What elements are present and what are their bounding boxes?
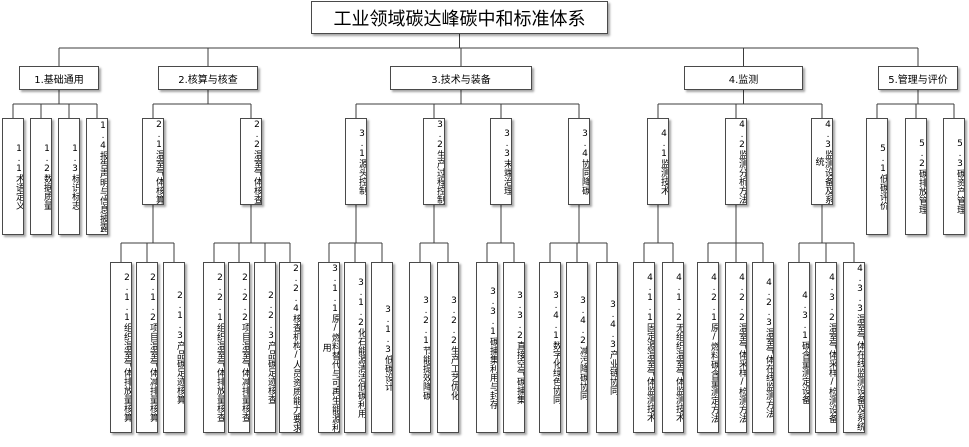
category-box-3: 3.技术与装备 <box>390 66 532 90</box>
item-box-3-3-2: 3.3.2直接空气碳捕集 <box>503 262 525 433</box>
item-box-3-4-3-label: 3.4.3产业链协同 <box>608 300 618 395</box>
root-title-label: 工业领域碳达峰碳中和标准体系 <box>333 8 586 30</box>
subcategory-box-3-2-label: 3.2生产过程控制 <box>435 119 445 204</box>
subcategory-box-1-4-label: 1.4报告声明与信息披露 <box>98 121 108 232</box>
item-box-4-2-1: 4.2.1原/燃料碳含量测定方法 <box>697 262 719 433</box>
item-box-3-1-1: 3.1.1原/燃料替代与可再生能源利用 <box>318 262 340 433</box>
subcategory-box-4-2-label: 4.2监测分析方法 <box>737 119 747 204</box>
item-box-3-2-1-label: 3.2.1节能提效降碳 <box>421 295 431 400</box>
subcategory-box-1-2-label: 1.2数据质量 <box>42 143 52 210</box>
category-box-2: 2.核算与核查 <box>158 66 258 90</box>
item-box-2-2-2-label: 2.2.2项目温室气体减排量核查 <box>240 273 250 422</box>
item-box-4-1-2: 4.1.2无组织温室气体监测技术 <box>662 262 684 433</box>
category-box-5: 5.管理与评价 <box>878 66 958 90</box>
item-box-3-2-1: 3.2.1节能提效降碳 <box>409 262 431 433</box>
category-box-2-label: 2.核算与核查 <box>178 74 238 86</box>
subcategory-box-3-1-label: 3.1源头控制 <box>357 128 367 195</box>
item-box-3-3-1: 3.3.1碳捕集利用与封存 <box>476 262 498 433</box>
subcategory-box-4-1: 4.1监测技术 <box>647 118 669 205</box>
root-title: 工业领域碳达峰碳中和标准体系 <box>311 1 608 34</box>
item-box-3-1-3-label: 3.1.3低碳设计 <box>383 304 393 391</box>
item-box-3-1-3: 3.1.3低碳设计 <box>371 262 393 433</box>
item-box-4-2-1-label: 4.2.1原/燃料碳含量测定方法 <box>709 272 719 423</box>
category-box-3-label: 3.技术与装备 <box>431 74 491 86</box>
item-box-4-3-3-label: 4.3.3温室气体在线监测设备及系统 <box>855 264 865 431</box>
subcategory-box-4-1-label: 4.1监测技术 <box>659 128 669 195</box>
item-box-2-2-1-label: 2.2.1组织温室气体排放量核查 <box>215 273 225 422</box>
item-box-3-1-1-label: 3.1.1原/燃料替代与可再生能源利用 <box>320 263 340 432</box>
subcategory-box-3-4: 3.4协同降碳 <box>568 118 590 205</box>
subcategory-box-2-1-label: 2.1温室气体核算 <box>154 119 164 204</box>
item-box-2-1-1: 2.1.1组织温室气体排放量核算 <box>110 262 132 433</box>
subcategory-box-2-2-label: 2.2温室气体核查 <box>252 119 262 204</box>
item-box-2-2-1: 2.2.1组织温室气体排放量核查 <box>203 262 225 433</box>
item-box-4-3-3: 4.3.3温室气体在线监测设备及系统 <box>843 262 865 433</box>
subcategory-box-1-2: 1.2数据质量 <box>30 118 52 235</box>
subcategory-box-3-1: 3.1源头控制 <box>345 118 367 205</box>
item-box-4-2-2-label: 4.2.2温室气体采样/检测方法 <box>737 272 747 423</box>
item-box-2-1-2: 2.1.2项目温室气体减排量核算 <box>136 262 158 433</box>
item-box-2-2-3: 2.2.3产品碳足迹核查 <box>254 262 276 433</box>
item-box-2-1-1-label: 2.1.1组织温室气体排放量核算 <box>122 273 132 422</box>
subcategory-box-3-3: 3.3末端治理 <box>490 118 512 205</box>
item-box-3-4-3: 3.4.3产业链协同 <box>596 262 618 433</box>
item-box-4-1-1-label: 4.1.1固定源温室气体监测技术 <box>645 273 655 422</box>
subcategory-box-4-3-label: 4.3监测设备及系统 <box>813 119 833 204</box>
subcategory-box-5-1-label: 5.1低碳评价 <box>878 143 888 210</box>
item-box-3-4-2-label: 3.4.2减污降碳协同 <box>578 295 588 400</box>
item-box-3-2-2: 3.2.2生产工艺优化 <box>437 262 459 433</box>
item-box-3-1-2-label: 3.1.2化石能源清洁低碳利用 <box>356 277 366 418</box>
item-box-2-2-4-label: 2.2.4核查机构/人员资质能力要求 <box>291 263 301 432</box>
item-box-4-3-1: 4.3.1碳含量测定设备 <box>788 262 810 433</box>
item-box-3-4-1-label: 3.4.1数字化绿色协同 <box>551 291 561 404</box>
subcategory-box-5-3: 5.3碳资产管理 <box>943 118 965 235</box>
item-box-4-2-3: 4.2.3温室气体在线监测方法 <box>752 262 774 433</box>
item-box-4-3-1-label: 4.3.1碳含量测定设备 <box>800 291 810 404</box>
subcategory-box-3-2: 3.2生产过程控制 <box>423 118 445 205</box>
subcategory-box-1-1-label: 1.1术语定义 <box>14 143 24 210</box>
item-box-3-2-2-label: 3.2.2生产工艺优化 <box>449 295 459 400</box>
category-box-4: 4.监测 <box>684 66 803 90</box>
item-box-2-1-3: 2.1.3产品碳足迹核算 <box>163 262 185 433</box>
subcategory-box-5-3-label: 5.3碳资产管理 <box>955 139 965 214</box>
item-box-2-1-2-label: 2.1.2项目温室气体减排量核算 <box>148 273 158 422</box>
subcategory-box-1-3: 1.3标识标志 <box>58 118 80 235</box>
item-box-4-1-1: 4.1.1固定源温室气体监测技术 <box>633 262 655 433</box>
subcategory-box-3-3-label: 3.3末端治理 <box>502 128 512 195</box>
subcategory-box-4-2: 4.2监测分析方法 <box>725 118 747 205</box>
subcategory-box-5-1: 5.1低碳评价 <box>866 118 888 235</box>
category-box-5-label: 5.管理与评价 <box>888 74 948 86</box>
item-box-4-2-3-label: 4.2.3温室气体在线监测方法 <box>764 277 774 418</box>
subcategory-box-1-3-label: 1.3标识标志 <box>70 143 80 210</box>
item-box-2-1-3-label: 2.1.3产品碳足迹核算 <box>175 291 185 404</box>
item-box-4-1-2-label: 4.1.2无组织温室气体监测技术 <box>674 273 684 422</box>
item-box-3-1-2: 3.1.2化石能源清洁低碳利用 <box>344 262 366 433</box>
category-box-4-label: 4.监测 <box>728 74 759 86</box>
item-box-4-2-2: 4.2.2温室气体采样/检测方法 <box>725 262 747 433</box>
item-box-3-4-1: 3.4.1数字化绿色协同 <box>539 262 561 433</box>
subcategory-box-5-2: 5.2碳排放管理 <box>905 118 927 235</box>
subcategory-box-3-4-label: 3.4协同降碳 <box>580 128 590 195</box>
category-box-1: 1.基础通用 <box>19 66 99 90</box>
item-box-3-3-2-label: 3.3.2直接空气碳捕集 <box>515 291 525 404</box>
item-box-2-2-4: 2.2.4核查机构/人员资质能力要求 <box>279 262 301 433</box>
subcategory-box-5-2-label: 5.2碳排放管理 <box>917 139 927 214</box>
item-box-2-2-2: 2.2.2项目温室气体减排量核查 <box>228 262 250 433</box>
item-box-3-3-1-label: 3.3.1碳捕集利用与封存 <box>488 286 498 409</box>
subcategory-box-2-2: 2.2温室气体核查 <box>240 118 262 205</box>
item-box-3-4-2: 3.4.2减污降碳协同 <box>566 262 588 433</box>
subcategory-box-2-1: 2.1温室气体核算 <box>142 118 164 205</box>
item-box-2-2-3-label: 2.2.3产品碳足迹核查 <box>266 291 276 404</box>
subcategory-box-1-1: 1.1术语定义 <box>2 118 24 235</box>
subcategory-box-1-4: 1.4报告声明与信息披露 <box>86 118 108 235</box>
item-box-4-3-2: 4.3.2温室气体采样/检测设备 <box>815 262 837 433</box>
category-box-1-label: 1.基础通用 <box>34 74 84 86</box>
item-box-4-3-2-label: 4.3.2温室气体采样/检测设备 <box>827 272 837 423</box>
subcategory-box-4-3: 4.3监测设备及系统 <box>811 118 833 205</box>
